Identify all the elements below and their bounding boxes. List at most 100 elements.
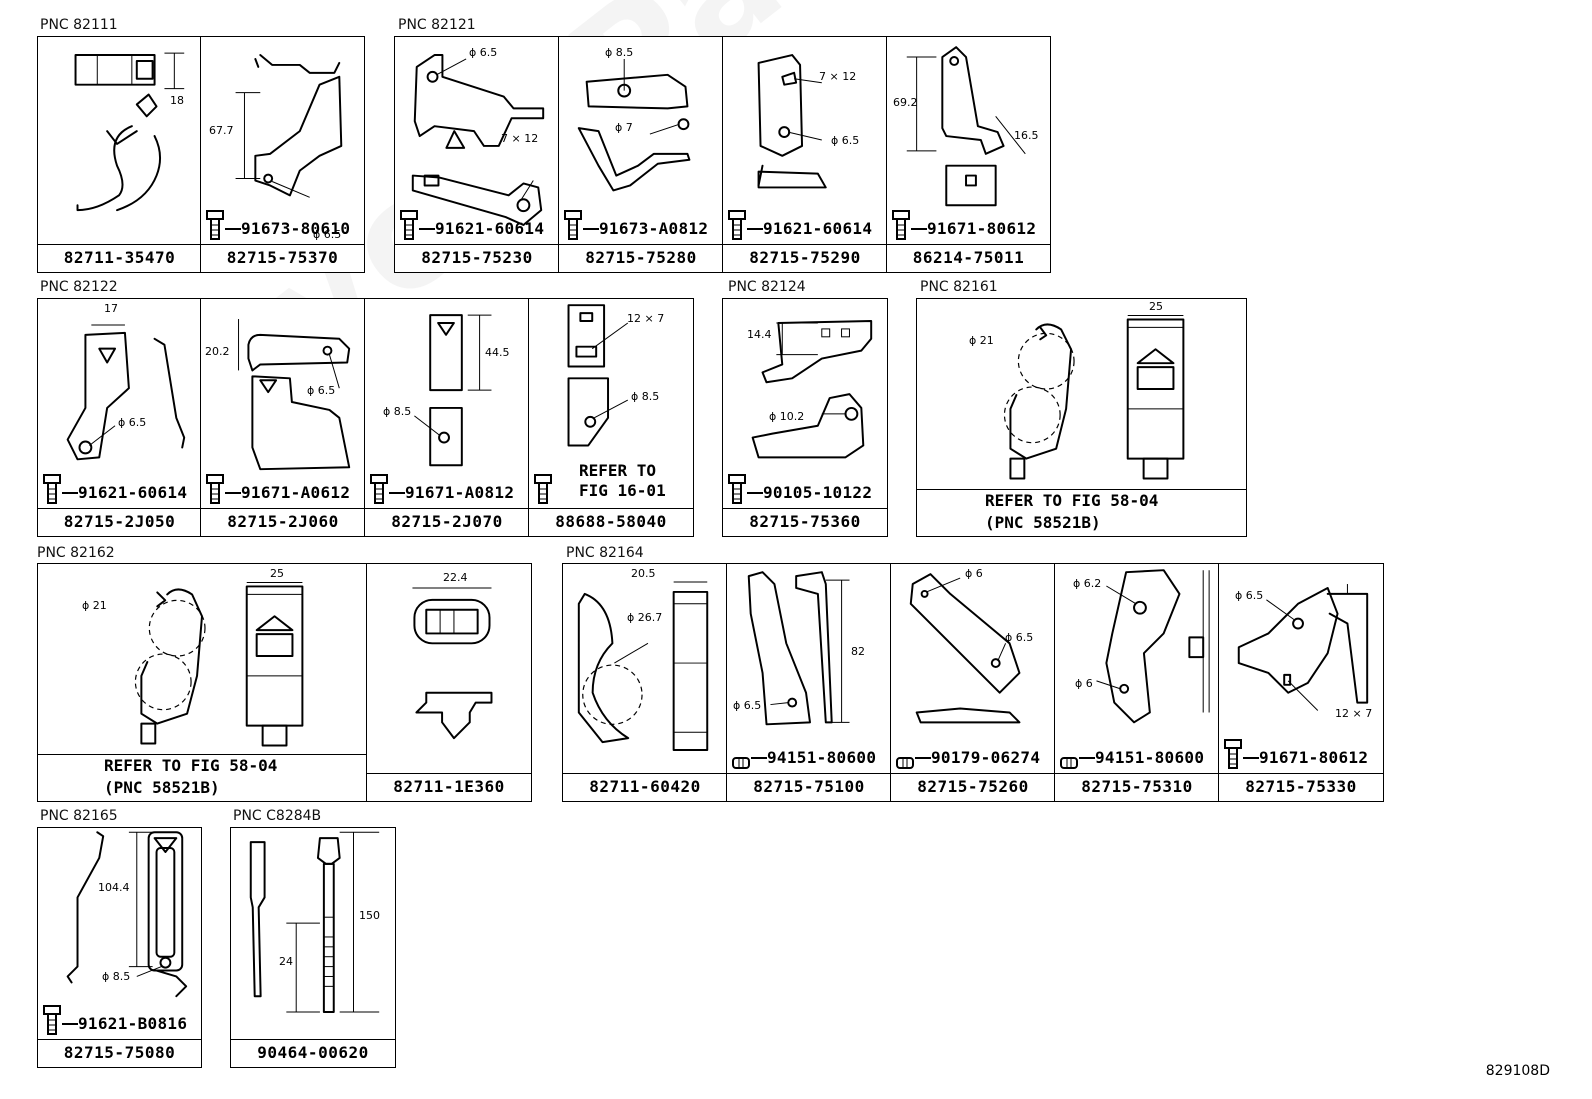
dim-20-5: 20.5 xyxy=(631,567,656,580)
bolt-number[interactable]: 91621-60614 xyxy=(78,483,188,502)
part-number[interactable]: 82715-75280 xyxy=(559,244,723,272)
part-cell-refer-58-04-b[interactable]: ϕ 21 25 REFER TO FIG 58-04 (PNC 58521B) xyxy=(37,563,368,802)
dim-22-4: 22.4 xyxy=(443,571,468,584)
dim-phi-6-5: ϕ 6.5 xyxy=(1005,631,1034,644)
refer-note[interactable]: REFER TO FIG 16-01 xyxy=(579,461,666,500)
dim-phi-8-5: ϕ 8.5 xyxy=(605,46,634,59)
refer-pnc[interactable]: (PNC 58521B) xyxy=(104,778,220,797)
part-cell-82715-75370[interactable]: 67.7 ϕ 6.5 91673-80610 82715-75370 xyxy=(200,36,365,273)
dim-phi-6: ϕ 6 xyxy=(965,567,983,580)
dim-phi-8-5: ϕ 8.5 xyxy=(383,405,412,418)
part-cell-88688-58040[interactable]: 12 × 7 ϕ 8.5 REFER TO FIG 16-01 88688-58… xyxy=(528,298,694,537)
bolt-number[interactable]: 90105-10122 xyxy=(763,483,873,502)
bolt-number[interactable]: 91671-80612 xyxy=(1259,748,1369,767)
part-cell-82715-75260[interactable]: ϕ 6 ϕ 6.5 90179-06274 82715-75260 xyxy=(890,563,1056,802)
refer-pnc[interactable]: (PNC 58521B) xyxy=(985,513,1101,532)
cable-tie-drawing xyxy=(249,831,380,1014)
dim-18: 18 xyxy=(170,94,184,107)
bolt-number[interactable]: 91673-80610 xyxy=(241,219,351,238)
part-cell-82711-60420[interactable]: 20.5 ϕ 26.7 82711-60420 xyxy=(562,563,728,802)
dim-phi-10-2: ϕ 10.2 xyxy=(769,410,805,423)
dim-25: 25 xyxy=(270,567,284,580)
dim-104-4: 104.4 xyxy=(98,881,130,894)
bracket-drawing xyxy=(909,573,1021,724)
dim-phi-6-5: ϕ 6.5 xyxy=(733,699,762,712)
part-number[interactable]: 82711-60420 xyxy=(563,773,727,801)
bracket-drawing xyxy=(66,831,188,998)
bracket-drawing xyxy=(906,46,1026,207)
part-cell-82715-2J070[interactable]: 44.5 ϕ 8.5 91671-A0812 82715-2J070 xyxy=(364,298,530,537)
dim-phi-6-5: ϕ 6.5 xyxy=(1235,589,1264,602)
part-number[interactable]: 90464-00620 xyxy=(231,1039,395,1067)
bolt-number[interactable]: 91621-B0816 xyxy=(78,1014,188,1033)
part-cell-82715-75280[interactable]: ϕ 8.5 ϕ 7 91673-A0812 82715-75280 xyxy=(558,36,724,273)
dim-phi-6-5: ϕ 6.5 xyxy=(831,134,860,147)
bolt-icon xyxy=(370,474,388,504)
part-cell-82715-75230[interactable]: ϕ 6.5 7 × 12 91621-60614 82715-75230 xyxy=(394,36,560,273)
part-cell-90464-00620[interactable]: 150 24 90464-00620 xyxy=(230,827,396,1068)
bracket-drawing xyxy=(1237,584,1369,711)
part-number[interactable]: 82715-2J050 xyxy=(38,508,201,536)
part-number[interactable]: 88688-58040 xyxy=(529,508,693,536)
bolt-number[interactable]: 91671-80612 xyxy=(927,219,1037,238)
bolt-number[interactable]: 90179-06274 xyxy=(931,748,1041,767)
part-number[interactable]: 82715-75260 xyxy=(891,773,1055,801)
part-cell-82715-2J050[interactable]: 17 ϕ 6.5 91621-60614 82715-2J050 xyxy=(37,298,202,537)
part-cell-82715-75290[interactable]: 7 × 12 ϕ 6.5 91621-60614 82715-75290 xyxy=(722,36,888,273)
part-number[interactable]: 82715-75230 xyxy=(395,244,559,272)
part-cell-82715-75080[interactable]: 104.4 ϕ 8.5 91621-B0816 82715-75080 xyxy=(37,827,202,1068)
part-cell-82711-1E360[interactable]: 22.4 82711-1E360 xyxy=(366,563,532,802)
dim-16-5: 16.5 xyxy=(1014,129,1039,142)
bolt-callout: 91671-80612 xyxy=(1223,736,1368,770)
bolt-number[interactable]: 91671-A0612 xyxy=(241,483,351,502)
bolt-number[interactable]: 91673-A0812 xyxy=(599,219,709,238)
part-cell-refer-58-04-a[interactable]: ϕ 21 25 REFER TO FIG 58-04 (PNC 58521B) xyxy=(916,298,1247,537)
part-number[interactable]: 82711-35470 xyxy=(38,244,201,272)
dim-7x12: 7 × 12 xyxy=(819,70,857,83)
part-cell-82715-75310[interactable]: ϕ 6.2 ϕ 6 94151-80600 82715-75310 xyxy=(1054,563,1220,802)
clamp-drawing xyxy=(134,581,304,747)
dim-phi-7: ϕ 7 xyxy=(615,121,633,134)
refer-note[interactable]: REFER TO FIG 58-04 xyxy=(985,491,1159,510)
part-number[interactable]: 82715-75080 xyxy=(38,1039,201,1067)
part-number[interactable]: 82715-75360 xyxy=(723,508,887,536)
refer-note[interactable]: REFER TO FIG 58-04 xyxy=(104,756,278,775)
dim-7x12: 7 × 12 xyxy=(501,132,539,145)
bolt-icon xyxy=(728,474,746,504)
part-number[interactable]: 86214-75011 xyxy=(887,244,1050,272)
bolt-icon xyxy=(43,474,61,504)
bolt-number[interactable]: 91621-60614 xyxy=(435,219,545,238)
clamp-drawing xyxy=(577,581,709,751)
part-number[interactable]: 82715-75370 xyxy=(201,244,364,272)
dim-phi-6-5: ϕ 6.5 xyxy=(469,46,498,59)
bolt-callout: 91671-A0612 xyxy=(205,471,350,505)
part-number[interactable]: 82715-75100 xyxy=(727,773,891,801)
bracket-drawing xyxy=(414,314,492,467)
part-number[interactable]: 82715-2J070 xyxy=(365,508,529,536)
bolt-icon xyxy=(400,210,418,240)
bolt-callout: 91621-B0816 xyxy=(42,1002,187,1036)
bracket-drawing xyxy=(238,319,351,471)
part-number[interactable]: 82715-2J060 xyxy=(201,508,365,536)
bolt-number[interactable]: 94151-80600 xyxy=(767,748,877,767)
part-cell-82715-75330[interactable]: ϕ 6.5 12 × 7 91671-80612 82715-75330 xyxy=(1218,563,1384,802)
part-cell-82715-2J060[interactable]: 20.2 ϕ 6.5 91671-A0612 82715-2J060 xyxy=(200,298,366,537)
part-number[interactable]: 82715-75290 xyxy=(723,244,887,272)
part-cell-86214-75011[interactable]: 69.2 16.5 91671-80612 86214-75011 xyxy=(886,36,1051,273)
pnc-label-82111: PNC 82111 xyxy=(40,17,118,33)
bolt-number[interactable]: 94151-80600 xyxy=(1095,748,1205,767)
dim-phi-6: ϕ 6 xyxy=(1075,677,1093,690)
part-cell-82715-75100[interactable]: 82 ϕ 6.5 94151-80600 82715-75100 xyxy=(726,563,892,802)
bolt-callout: 91671-80612 xyxy=(891,207,1036,241)
bolt-number[interactable]: 91621-60614 xyxy=(763,219,873,238)
bolt-callout: 91621-60614 xyxy=(727,207,872,241)
bracket-drawing xyxy=(747,571,850,726)
part-number[interactable]: 82715-75330 xyxy=(1219,773,1383,801)
part-number[interactable]: 82715-75310 xyxy=(1055,773,1219,801)
bolt-number[interactable]: 91671-A0812 xyxy=(405,483,515,502)
part-cell-82715-75360[interactable]: 14.4 ϕ 10.2 90105-10122 82715-75360 xyxy=(722,298,888,537)
bolt-icon xyxy=(728,210,746,240)
part-number[interactable]: 82711-1E360 xyxy=(367,773,531,801)
part-cell-82711-35470[interactable]: 18 82711-35470 xyxy=(37,36,202,273)
bolt-icon xyxy=(1060,757,1078,769)
